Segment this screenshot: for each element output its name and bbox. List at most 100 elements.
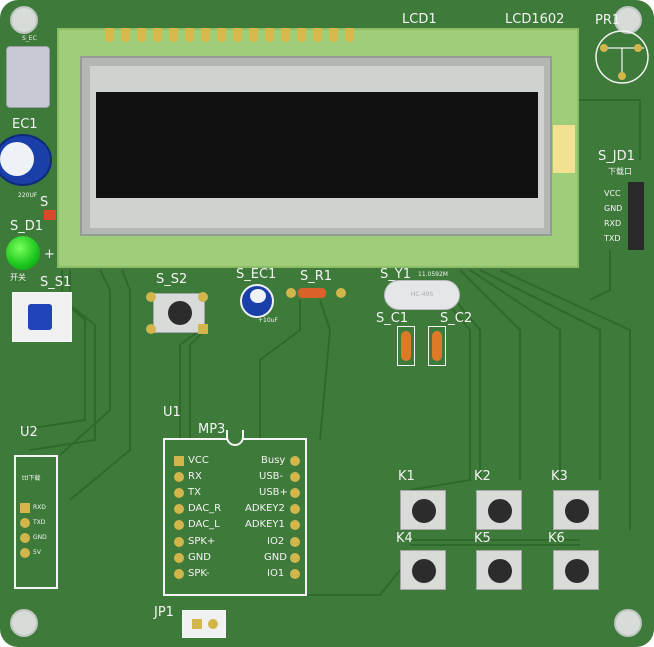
mount-hole-top-right bbox=[614, 6, 642, 34]
lcd-screen bbox=[96, 92, 538, 198]
k2-button-cap bbox=[488, 499, 512, 523]
pr1-label: PR1 bbox=[595, 13, 621, 28]
s-ec1-capacitor bbox=[240, 284, 274, 318]
k2-label: K2 bbox=[474, 469, 491, 484]
mp3-pin-rx: RX bbox=[188, 471, 202, 482]
k3-label: K3 bbox=[551, 469, 568, 484]
u2-outline bbox=[14, 455, 58, 589]
mp3-pin-gnd-left: GND bbox=[188, 552, 211, 563]
u2-pad-gnd bbox=[20, 533, 30, 543]
k1-button[interactable] bbox=[400, 490, 446, 530]
pr1-potentiometer bbox=[595, 30, 649, 84]
s-s2-label: S_S2 bbox=[156, 272, 188, 287]
mp3-pin-adkey1: ADKEY1 bbox=[245, 519, 285, 530]
s-short-label: S bbox=[40, 195, 49, 210]
k6-label: K6 bbox=[548, 531, 565, 546]
u2-pad-txd bbox=[20, 518, 30, 528]
s-s2-button-cap bbox=[168, 301, 192, 325]
mp3-module-outline bbox=[163, 438, 307, 596]
s-resistor-small bbox=[44, 210, 56, 220]
s-r1-pad-2 bbox=[336, 288, 346, 298]
s-y1-crystal-text: HC-49S bbox=[410, 291, 434, 298]
mp3-pin-vcc: VCC bbox=[188, 455, 209, 466]
k6-button-cap bbox=[565, 559, 589, 583]
s-ec1-value: +10uF bbox=[258, 317, 278, 324]
lcd-backlight-tab bbox=[553, 125, 575, 173]
s-s1-side-label: 开关 bbox=[10, 273, 26, 282]
s-jd1-pin-rxd: RXD bbox=[604, 219, 622, 228]
mp3-pin-dac-l: DAC_L bbox=[188, 519, 220, 530]
s-jd1-pin-vcc: VCC bbox=[604, 189, 621, 198]
s-s1-switch[interactable] bbox=[12, 292, 72, 342]
mp3-pin-usb-minus: USB- bbox=[259, 471, 284, 482]
usb-connector bbox=[6, 46, 50, 108]
u2-pin-5v: 5V bbox=[33, 549, 41, 556]
u1-label: U1 bbox=[163, 405, 181, 420]
k5-button[interactable] bbox=[476, 550, 522, 590]
mp3-pin-dac-r: DAC_R bbox=[188, 503, 222, 514]
s-c1-capacitor bbox=[397, 326, 415, 366]
k1-button-cap bbox=[412, 499, 436, 523]
ec1-value: 220UF bbox=[18, 192, 38, 199]
s-jd1-header bbox=[628, 182, 644, 250]
u2-pin-rxd: RXD bbox=[33, 504, 46, 511]
mp3-label: MP3 bbox=[198, 422, 226, 437]
s-c2-capacitor bbox=[428, 326, 446, 366]
mp3-pin-tx: TX bbox=[188, 487, 201, 498]
s-jd1-label: S_JD1 bbox=[598, 149, 635, 164]
s-jd1-pin-txd: TXD bbox=[604, 234, 621, 243]
mp3-pin-spk-plus: SPK+ bbox=[188, 536, 216, 547]
mp3-pin-adkey2: ADKEY2 bbox=[245, 503, 285, 514]
k5-label: K5 bbox=[474, 531, 491, 546]
u2-pad-5v bbox=[20, 548, 30, 558]
u2-pad-rxd bbox=[20, 503, 30, 513]
k6-button[interactable] bbox=[553, 550, 599, 590]
s-r1-label: S_R1 bbox=[300, 269, 333, 284]
s-r1-resistor bbox=[298, 288, 326, 298]
k2-button[interactable] bbox=[476, 490, 522, 530]
k5-button-cap bbox=[488, 559, 512, 583]
u2-pin-gnd: GND bbox=[33, 534, 47, 541]
k4-button-cap bbox=[412, 559, 436, 583]
mount-hole-bottom-right bbox=[614, 609, 642, 637]
mp3-pin-gnd-right: GND bbox=[264, 552, 287, 563]
k3-button[interactable] bbox=[553, 490, 599, 530]
s-s2-pad-3 bbox=[146, 324, 156, 334]
u2-title: ttl下载 bbox=[22, 475, 41, 482]
s-y1-value: 11.0592M bbox=[418, 271, 448, 278]
jp1-pad-2 bbox=[208, 619, 218, 629]
s-s2-pad-1 bbox=[146, 292, 156, 302]
s-s2-pad-2 bbox=[198, 292, 208, 302]
lcd-ref-label: LCD1 bbox=[402, 12, 437, 27]
mp3-pin-usb-plus: USB+ bbox=[259, 487, 288, 498]
mp3-notch bbox=[226, 430, 244, 446]
s-s2-button[interactable] bbox=[153, 293, 205, 333]
jp1-label: JP1 bbox=[154, 605, 174, 620]
s-ec1-label: S_EC1 bbox=[236, 267, 277, 282]
s-d1-label: S_D1 bbox=[10, 219, 44, 234]
s-y1-label: S_Y1 bbox=[380, 267, 411, 282]
ec1-capacitor-top bbox=[0, 142, 34, 176]
mount-hole-top-left bbox=[10, 6, 38, 34]
k3-button-cap bbox=[565, 499, 589, 523]
mp3-pin-io2: IO2 bbox=[267, 536, 285, 547]
mp3-pin-io1: IO1 bbox=[267, 568, 285, 579]
s-jd1-title: 下载口 bbox=[608, 167, 632, 176]
k1-label: K1 bbox=[398, 469, 415, 484]
s-s1-switch-knob bbox=[28, 304, 52, 330]
u2-pin-txd: TXD bbox=[33, 519, 46, 526]
s-d1-led bbox=[6, 236, 40, 270]
s-y1-crystal: HC-49S bbox=[384, 280, 460, 310]
s-r1-pad-1 bbox=[286, 288, 296, 298]
u2-label: U2 bbox=[20, 425, 38, 440]
k4-label: K4 bbox=[396, 531, 413, 546]
mp3-pin-spk-minus: SPK- bbox=[188, 568, 210, 579]
k4-button[interactable] bbox=[400, 550, 446, 590]
jp1-pad-1 bbox=[192, 619, 202, 629]
mount-hole-bottom-left bbox=[10, 609, 38, 637]
lcd-part-label: LCD1602 bbox=[505, 12, 565, 27]
s-ec-label: S_EC bbox=[22, 35, 37, 42]
s-c1-label: S_C1 bbox=[376, 311, 409, 326]
